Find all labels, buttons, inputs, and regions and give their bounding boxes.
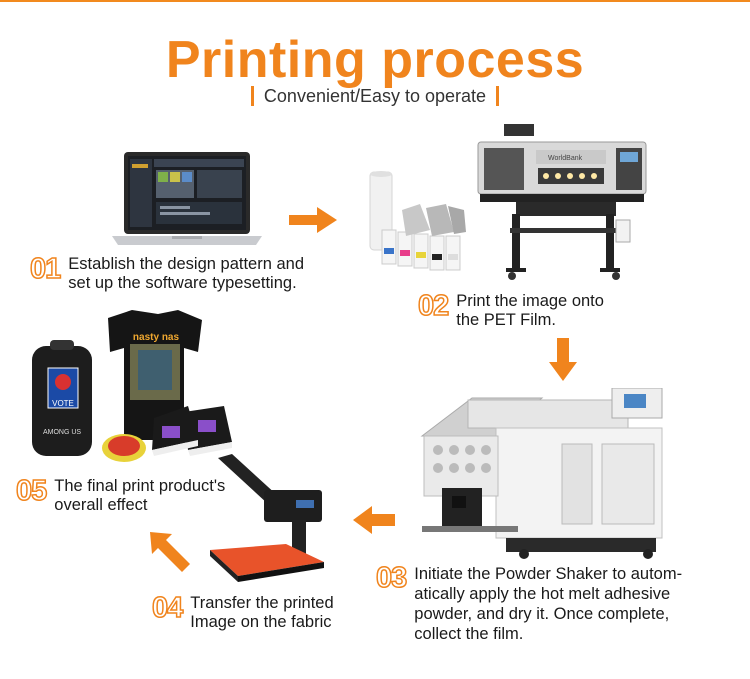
printer-brand: WorldBank xyxy=(548,155,583,162)
step-03: 03 Initiate the Powder Shaker to autom- … xyxy=(375,562,682,644)
powder-shaker-image xyxy=(412,388,668,560)
dtf-printer-image: WorldBank xyxy=(476,124,651,284)
step-line: Establish the design pattern and xyxy=(68,255,305,273)
subtitle-right-bar xyxy=(496,86,500,106)
step-line: Transfer the printed xyxy=(190,594,334,612)
step-line: atically apply the hot melt adhesive xyxy=(414,585,671,603)
arrow-down-icon xyxy=(548,338,578,382)
step-line: collect the film. xyxy=(414,625,524,643)
step-number: 05 xyxy=(15,475,48,507)
step-line: the PET Film. xyxy=(456,311,556,329)
pet-film-and-inks-image xyxy=(360,170,470,280)
step-description: Transfer the printed Image on the fabric xyxy=(190,594,333,632)
step-02: 02 Print the image onto the PET Film. xyxy=(417,290,604,330)
step-line: overall effect xyxy=(54,496,148,514)
step-description: Print the image onto the PET Film. xyxy=(456,292,604,330)
step-01: 01 Establish the design pattern and set … xyxy=(29,253,304,293)
step-line: Initiate the Powder Shaker to autom- xyxy=(414,565,683,583)
tshirt-label: nasty nas xyxy=(133,332,180,343)
step-number: 04 xyxy=(151,592,184,624)
backpack-label: AMONG US xyxy=(43,429,81,436)
arrow-right-icon xyxy=(289,205,339,235)
step-description: The final print product's overall effect xyxy=(54,477,225,515)
step-description: Establish the design pattern and set up … xyxy=(68,255,304,293)
step-line: The final print product's xyxy=(54,477,226,495)
step-line: Image on the fabric xyxy=(190,613,332,631)
final-products-image: VOTE AMONG US nasty nas xyxy=(28,310,238,470)
page-subtitle: Convenient/Easy to operate xyxy=(0,86,750,107)
step-line: Print the image onto xyxy=(456,292,604,310)
step-number: 01 xyxy=(29,253,62,285)
page-title: Printing process xyxy=(165,31,585,89)
heat-press-image xyxy=(208,454,334,588)
step-line: powder, and dry it. Once complete, xyxy=(414,605,670,623)
laptop-image xyxy=(112,150,262,248)
step-number: 03 xyxy=(375,562,408,594)
subtitle-left-bar xyxy=(250,86,254,106)
step-description: Initiate the Powder Shaker to autom- ati… xyxy=(414,564,682,644)
arrow-up-left-icon xyxy=(148,530,192,574)
top-accent-line xyxy=(0,0,750,2)
step-number: 02 xyxy=(417,290,450,322)
arrow-left-icon xyxy=(352,505,396,535)
step-04: 04 Transfer the printed Image on the fab… xyxy=(151,592,333,632)
step-05: 05 The final print product's overall eff… xyxy=(15,475,225,515)
vote-label: VOTE xyxy=(52,399,74,408)
subtitle-text: Convenient/Easy to operate xyxy=(263,86,487,106)
step-line: set up the software typesetting. xyxy=(68,274,297,292)
